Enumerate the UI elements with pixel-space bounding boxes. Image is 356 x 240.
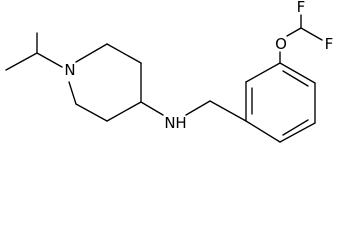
bond-o-chf2 — [286, 27, 302, 37]
bond-ring-inner-double-3 — [282, 119, 309, 136]
bond-c2-c3 — [106, 43, 142, 64]
atom-label-f-upper: F — [297, 0, 306, 16]
bond-ring-c2-c3 — [245, 62, 281, 83]
atom-label-n-amine: N — [164, 114, 175, 132]
bond-isopropyl-to-n — [36, 52, 63, 68]
bond-chf2-f-right — [300, 27, 323, 41]
bond-c4-c5 — [106, 101, 142, 122]
bond-c5-c6 — [75, 103, 108, 122]
amine-linker — [140, 100, 247, 122]
bond-n-c2 — [75, 43, 108, 63]
chemical-structure-diagram: N N H O F F — [5, 0, 333, 143]
bond-ring-c3-c4 — [279, 62, 316, 84]
atom-label-n-piperidine: N — [64, 61, 75, 79]
bond-c4-nh — [140, 101, 164, 116]
benzene-ring — [245, 62, 316, 143]
difluoromethoxy-group — [279, 14, 323, 64]
isopropyl-group — [5, 32, 63, 71]
bond-nh-ch2 — [185, 100, 211, 116]
bond-methyl-left — [5, 52, 38, 71]
bond-ring-c6-c1 — [245, 120, 281, 143]
atom-label-o: O — [275, 35, 287, 53]
piperidine-ring — [68, 43, 142, 122]
bond-ring-c5-c6 — [279, 122, 316, 143]
atom-labels: N N H O F F — [64, 0, 333, 132]
atom-label-f-right: F — [325, 35, 334, 53]
atom-label-h-amine: H — [175, 114, 186, 132]
bond-ch2-ring — [209, 100, 247, 122]
bond-c6-n — [68, 81, 77, 105]
bond-ring-inner-double-2 — [282, 70, 309, 87]
